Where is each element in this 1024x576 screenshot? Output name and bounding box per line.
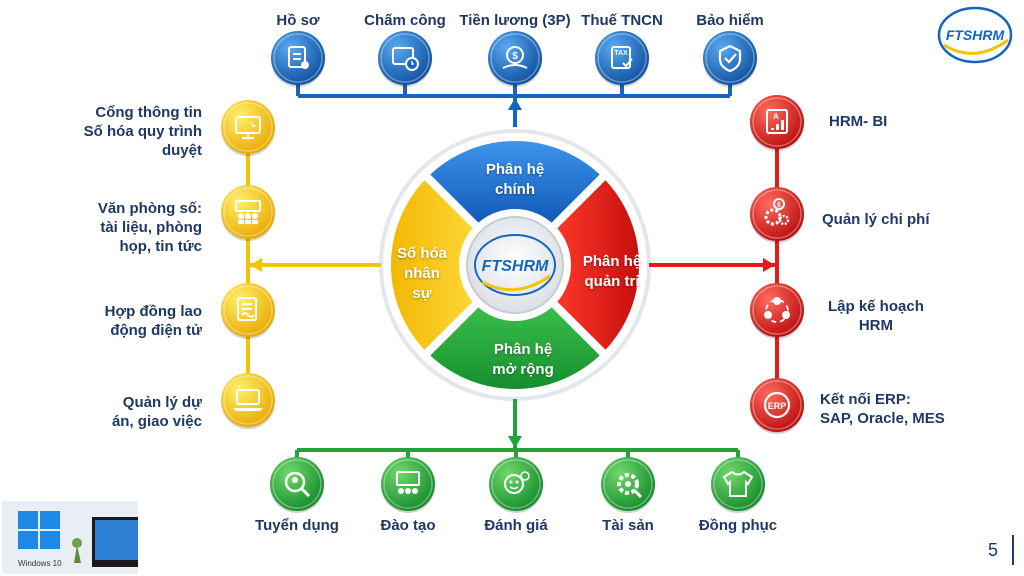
center-logo: FTSHRM [466,216,564,314]
right-module-label: Kết nối ERP: SAP, Oracle, MES [820,391,945,427]
center-logo-text: FTSHRM [482,258,549,275]
erp-connect-icon[interactable]: ERP [750,378,804,434]
windows-thumbnail-image [2,501,138,574]
timesheet-clock-icon[interactable] [378,31,432,87]
bottom-arrow-head [508,436,522,448]
insurance-shield-icon[interactable] [703,31,757,87]
bottom-module-label: Đánh giá [484,517,548,534]
top-module-label: Hồ sơ [276,12,320,29]
bottom-module-label: Đào tạo [380,517,436,534]
svg-text:$: $ [512,51,518,62]
left-arrow-head [250,258,262,272]
brand-logo-text: FTSHRM [946,27,1005,43]
right-module-label: Lập kế hoạch HRM [828,298,924,334]
segment-right [547,170,647,360]
module-icons: $ TAX A $ ERP [221,31,804,513]
bottom-module-label: Tuyển dụng [255,517,339,534]
left-module-label: Văn phòng số: tài liệu, phòng họp, tin t… [97,200,202,255]
center-wheel [383,133,647,397]
right-module-label: Quản lý chi phí [822,211,930,228]
asset-gear-icon[interactable] [601,457,655,513]
svg-text:TAX: TAX [614,50,628,57]
brand-logo: FTSHRM [937,6,1013,64]
top-module-label: Chấm công [364,12,446,29]
svg-text:$: $ [777,202,781,209]
evaluation-icon[interactable] [489,457,543,513]
cost-gears-icon[interactable]: $ [750,187,804,243]
top-module-label: Bảo hiểm [696,12,764,29]
segment-left [383,170,483,360]
top-arrow-head [508,98,522,110]
segment-label-top: Phân hệ chính [485,161,545,198]
windows-thumbnail: Windows 10 [2,501,138,574]
svg-text:A: A [773,112,779,121]
salary-money-icon[interactable]: $ [488,31,542,87]
left-module-label: Quản lý dự án, giao việc [111,394,202,430]
recruitment-search-icon[interactable] [270,457,324,513]
segment-label-bottom: Phân hệ mở rộng [492,341,554,378]
page-number-divider [1012,535,1014,565]
left-module-label: Cổng thông tin Số hóa quy trình duyệt [83,104,202,159]
windows-thumbnail-caption: Windows 10 [18,559,62,568]
digital-office-icon[interactable] [221,185,275,241]
training-board-icon[interactable] [381,457,435,513]
page-number: 5 [988,540,999,560]
right-module-label: HRM- BI [829,113,888,130]
connectors [246,78,779,464]
left-module-label: Hợp đồng lao động điện tử [104,303,202,339]
right-arrow-head [763,258,775,272]
tax-form-icon[interactable]: TAX [595,31,649,87]
uniform-shirt-icon[interactable] [711,457,765,513]
segment-top [420,133,610,233]
segment-label-right: Phân hệ quản trị [582,253,642,290]
top-module-label: Tiền lương (3P) [459,12,571,29]
bottom-module-label: Đồng phục [698,517,778,534]
profile-document-icon[interactable] [271,31,325,87]
e-contract-icon[interactable] [221,283,275,339]
bi-report-icon[interactable]: A [750,95,804,151]
bottom-module-label: Tài sản [602,517,654,534]
segment-bottom [420,297,610,397]
planning-team-icon[interactable] [750,283,804,339]
top-module-label: Thuế TNCN [581,12,663,29]
project-laptop-icon[interactable] [221,373,275,429]
segment-label-left: Số hóa nhân sự [396,245,448,302]
portal-monitor-icon[interactable] [221,100,275,156]
svg-text:ERP: ERP [768,401,787,411]
